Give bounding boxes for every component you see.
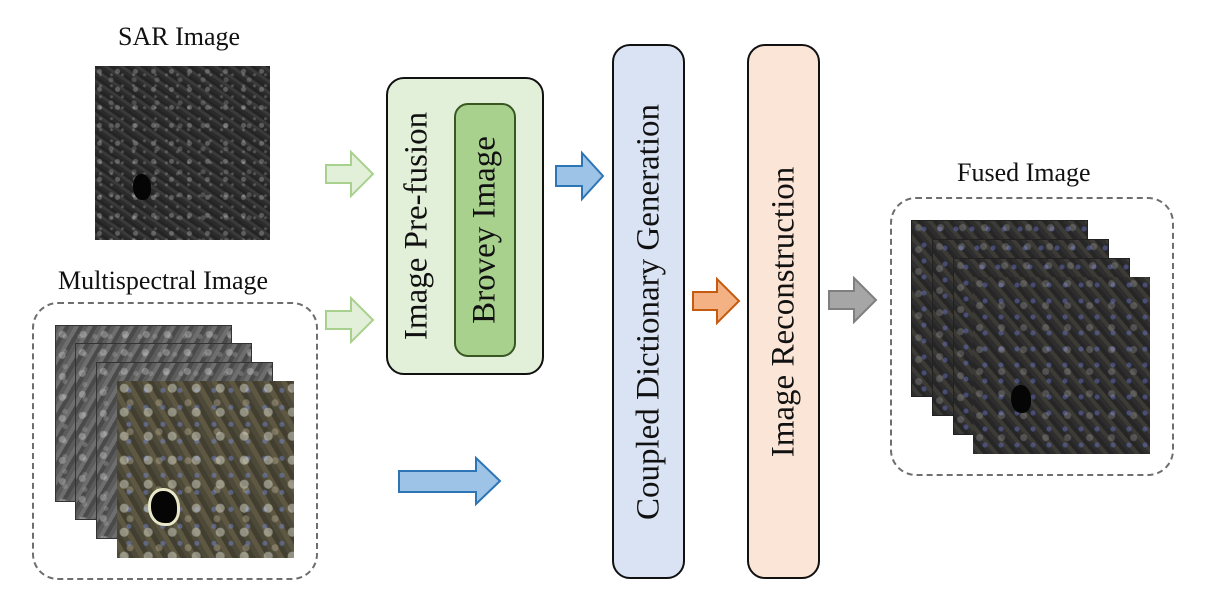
dictionary-label: Coupled Dictionary Generation bbox=[630, 103, 666, 520]
reconstruction-box: Image Reconstruction bbox=[747, 44, 820, 579]
arrow-dictionary-to-reconstruction bbox=[692, 276, 741, 326]
arrow-prefusion-to-dictionary bbox=[555, 150, 605, 202]
prefusion-label-wrap: Image Pre-fusion bbox=[396, 79, 438, 373]
multispectral-lake-mark bbox=[148, 488, 180, 526]
sar-image bbox=[95, 66, 270, 240]
arrow-sar-to-prefusion bbox=[325, 149, 375, 199]
fused-lake-mark bbox=[1011, 385, 1031, 413]
arrow-multispectral-to-prefusion bbox=[325, 295, 375, 345]
multispectral-dashed-frame bbox=[32, 302, 318, 580]
multispectral-color-composite bbox=[117, 381, 294, 558]
sar-image-title: SAR Image bbox=[118, 22, 241, 51]
reconstruction-label: Image Reconstruction bbox=[765, 166, 801, 457]
multispectral-image-title: Multispectral Image bbox=[58, 266, 269, 295]
fused-color-composite bbox=[973, 277, 1150, 454]
fused-image-title: Fused Image bbox=[957, 158, 1091, 187]
sar-lake-mark bbox=[133, 174, 151, 200]
prefusion-label: Image Pre-fusion bbox=[398, 111, 435, 341]
prefusion-box: Image Pre-fusion Brovey Image bbox=[386, 77, 544, 375]
brovey-label: Brovey Image bbox=[466, 136, 503, 324]
dictionary-box: Coupled Dictionary Generation bbox=[612, 44, 685, 579]
fused-dashed-frame bbox=[890, 197, 1174, 476]
brovey-box: Brovey Image bbox=[454, 103, 516, 357]
arrow-reconstruction-to-fused bbox=[828, 275, 878, 325]
arrow-multispectral-to-dictionary bbox=[398, 455, 502, 507]
